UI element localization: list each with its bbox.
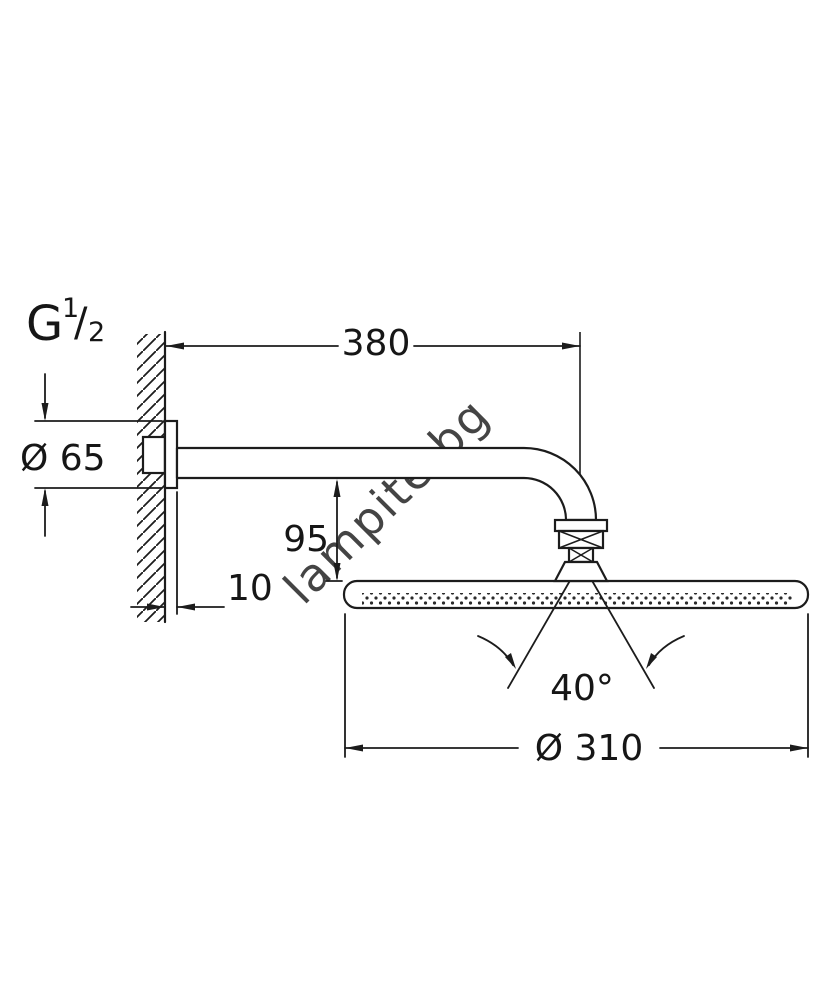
wall-section (137, 330, 167, 624)
swivel-angle-lines (507, 564, 655, 689)
arrowhead (790, 744, 808, 752)
thread-fraction-slash: / (74, 300, 88, 346)
ball-joint (553, 518, 609, 583)
arrowhead (177, 603, 195, 611)
thread-numerator: 1 (62, 293, 79, 324)
arrowhead (333, 479, 341, 497)
dim-height-drop-label: 95 (283, 519, 329, 560)
dim-head-diameter-label: Ø 310 (535, 728, 644, 769)
arrowhead (562, 342, 580, 350)
dim-escutcheon-diameter-label: Ø 65 (20, 438, 106, 479)
arrowhead (333, 563, 341, 581)
arrowhead (166, 342, 184, 350)
arrowhead (41, 403, 49, 421)
escutcheon (163, 419, 179, 490)
dim-arm-length-label: 380 (342, 323, 411, 364)
nozzle-face (362, 593, 792, 606)
thread-prefix: G (26, 296, 63, 352)
arrowhead (147, 603, 165, 611)
dim-height-drop: 95 (283, 479, 343, 582)
arrowhead (505, 653, 516, 669)
thread-size-label: G 1 / 2 (26, 293, 105, 352)
joint-flare (553, 560, 609, 583)
dim-escutcheon-diameter: Ø 65 (20, 373, 163, 537)
thread-denominator: 2 (88, 317, 105, 348)
arrowhead (41, 488, 49, 506)
dim-arm-length: 380 (165, 323, 581, 364)
swivel-angle-label: 40° (550, 668, 614, 709)
angle-indicator: 40° (477, 635, 685, 709)
shower-head (342, 579, 810, 610)
arrowhead (646, 653, 657, 669)
dim-head-diameter: Ø 310 (344, 613, 809, 769)
dim-escutcheon-depth-label: 10 (227, 568, 273, 609)
arrowhead (345, 744, 363, 752)
concealed-fitting (141, 435, 167, 475)
joint-collar (553, 518, 609, 533)
wall-hatching (137, 334, 165, 622)
dim-escutcheon-depth: 10 (130, 491, 273, 615)
